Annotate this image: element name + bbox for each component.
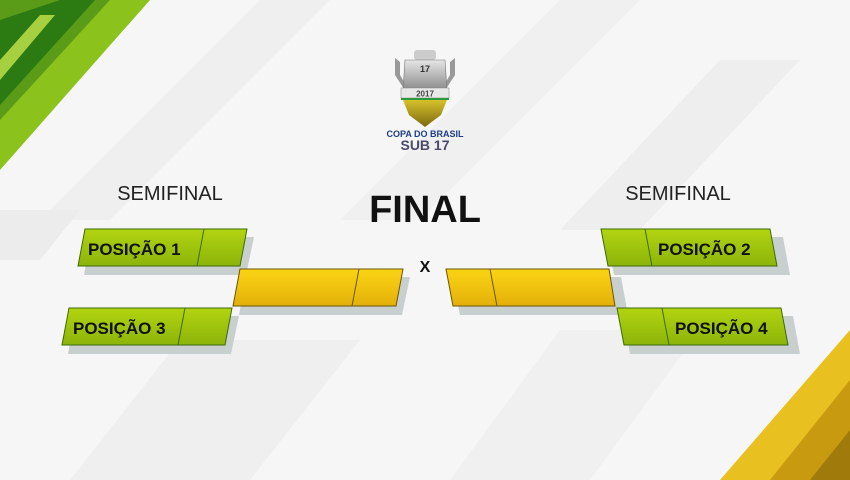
slot-label: POSIÇÃO 1 (88, 239, 181, 259)
svg-text:2017: 2017 (416, 90, 434, 99)
slot-label: POSIÇÃO 2 (658, 239, 751, 259)
background-stripes (0, 0, 800, 480)
right-semifinal-heading: SEMIFINAL (625, 183, 731, 205)
svg-text:COPA DO BRASIL: COPA DO BRASIL (386, 129, 464, 139)
yellow-corner-decoration (720, 330, 850, 480)
left-semifinal-heading: SEMIFINAL (117, 183, 223, 205)
final-slot-left[interactable] (232, 268, 404, 307)
svg-text:17: 17 (420, 64, 430, 74)
slot-label: POSIÇÃO 4 (675, 318, 768, 338)
slot-posicao-3[interactable]: POSIÇÃO 3 (61, 307, 233, 346)
slot-posicao-4[interactable]: POSIÇÃO 4 (616, 307, 789, 346)
slot-posicao-1[interactable]: POSIÇÃO 1 (77, 228, 248, 267)
svg-text:SUB 17: SUB 17 (400, 137, 449, 153)
final-slot-right[interactable] (445, 268, 616, 307)
page-title: FINAL (369, 189, 481, 231)
slot-label: POSIÇÃO 3 (73, 318, 166, 338)
copa-do-brasil-sub17-logo: 17 2017 COPA DO BRASIL SUB 17 (386, 50, 464, 153)
versus-label: X (420, 259, 431, 276)
slot-posicao-2[interactable]: POSIÇÃO 2 (600, 228, 778, 267)
green-corner-decoration (0, 0, 150, 170)
